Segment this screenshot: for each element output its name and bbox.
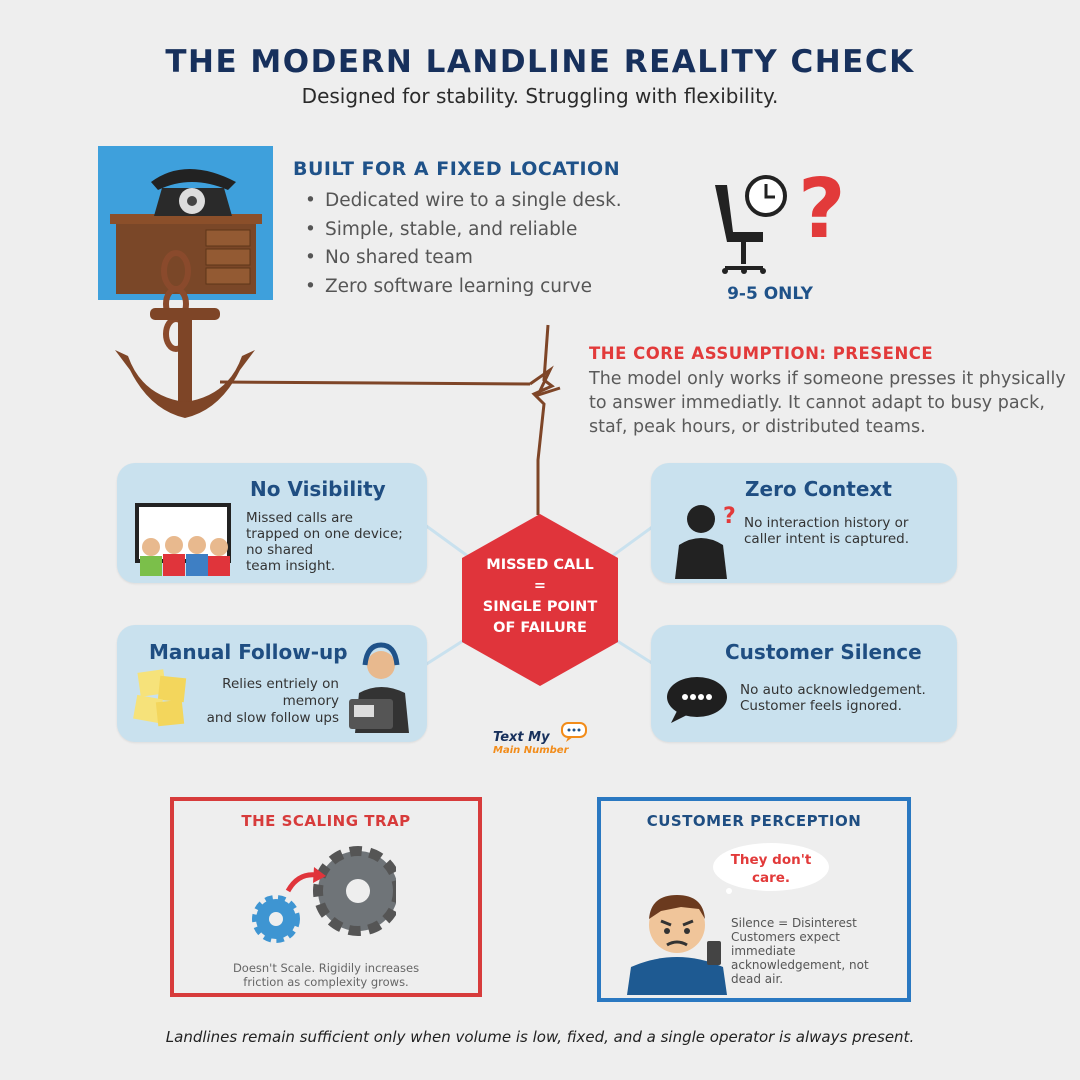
text-line: They don't (730, 852, 812, 868)
text-line: memory (282, 693, 339, 709)
gears-icon (252, 846, 396, 943)
core-assumption-heading: THE CORE ASSUMPTION: PRESENCE (589, 344, 934, 363)
clock-icon (745, 175, 787, 217)
text-line: No auto acknowledgement. (740, 682, 926, 698)
list-item: Dedicated wire to a single desk. (303, 187, 622, 216)
customer-perception-box: CUSTOMER PERCEPTION They don't care. Sil… (597, 797, 911, 1002)
sticky-notes-icon (133, 669, 187, 727)
text-line: trapped on one device; (246, 526, 403, 542)
list-item: Zero software learning curve (303, 273, 622, 302)
hub-line: = (533, 578, 547, 594)
box-text: Doesn't Scale. Rigidily increases fricti… (174, 961, 478, 989)
card-zero-context: Zero Context No interaction history or c… (651, 463, 957, 583)
page-subtitle: Designed for stability. Struggling with … (301, 84, 779, 108)
question-mark-icon: ? (798, 162, 846, 257)
text-line: Customers expect (731, 930, 840, 944)
text-line: Customer feels ignored. (740, 698, 902, 714)
card-no-visibility: No Visibility Missed calls are trapped o… (117, 463, 427, 583)
hub-line: OF FAILURE (493, 620, 587, 636)
scaling-trap-box: THE SCALING TRAP Doesn't Scale. Rigidily… (170, 797, 482, 997)
text-line: team insight. (246, 558, 336, 574)
text-line: no shared (246, 542, 314, 558)
anchor-icon (115, 308, 561, 418)
card-title: Customer Silence (725, 640, 922, 664)
crack-line (531, 324, 555, 515)
card-text: No interaction history or caller intent … (744, 515, 909, 547)
connector-lines (424, 523, 656, 667)
thought-bubble (713, 843, 829, 894)
box-title: CUSTOMER PERCEPTION (646, 812, 862, 830)
text-line: friction as complexity grows. (243, 975, 409, 989)
text-line: care. (751, 870, 791, 886)
text-line: Doesn't Scale. Rigidily increases (232, 961, 420, 975)
box-text: Silence = Disinterest Customers expect i… (731, 916, 901, 986)
chat-bubble-icon (667, 677, 727, 723)
office-chair-icon (715, 185, 766, 274)
thought-bubble-text: They don't care. (709, 851, 833, 887)
card-customer-silence: Customer Silence No auto acknowledgement… (651, 625, 957, 742)
card-text: No auto acknowledgement. Customer feels … (740, 682, 926, 714)
fixed-location-list: Dedicated wire to a single desk. Simple,… (303, 187, 622, 301)
card-title: Zero Context (745, 477, 892, 501)
headset-agent-icon (349, 642, 409, 733)
silhouette-caller-icon: ? (675, 504, 736, 579)
card-manual-followup: Manual Follow-up Relies entriely on memo… (117, 625, 427, 742)
card-text: Missed calls are trapped on one device; … (246, 510, 403, 574)
text-line: immediate (731, 944, 796, 958)
hub-line: MISSED CALL (486, 557, 594, 573)
list-item: Simple, stable, and reliable (303, 216, 622, 245)
text-line: caller intent is captured. (744, 531, 909, 547)
fixed-location-heading: BUILT FOR A FIXED LOCATION (293, 158, 621, 180)
text-line: Relies entriely on (222, 676, 339, 692)
hours-label: 9-5 ONLY (727, 284, 813, 304)
hub-hexagon (462, 514, 618, 686)
core-assumption-body: The model only works if someone presses … (589, 369, 1066, 437)
brand-logo-line1: Text My (493, 730, 550, 745)
footer-note: Landlines remain sufficient only when vo… (165, 1028, 915, 1046)
box-title: THE SCALING TRAP (241, 812, 411, 830)
svg-text:?: ? (723, 504, 736, 529)
team-icon (135, 503, 231, 576)
page-title: THE MODERN LANDLINE REALITY CHECK (165, 44, 915, 80)
card-text: Relies entriely on memory and slow follo… (179, 676, 339, 727)
card-title: Manual Follow-up (149, 640, 348, 664)
brand-logo-line2: Main Number (493, 745, 569, 756)
brand-chat-icon (561, 722, 587, 742)
text-line: dead air. (731, 972, 784, 986)
text-line: No interaction history or (744, 515, 909, 531)
hub-text: MISSED CALL = SINGLE POINT OF FAILURE (462, 555, 618, 639)
text-line: Missed calls are (246, 510, 353, 526)
hub-line: SINGLE POINT (482, 599, 598, 615)
list-item: No shared team (303, 244, 622, 273)
frustrated-customer-icon (627, 895, 727, 995)
text-line: acknowledgement, not (731, 958, 869, 972)
text-line: and slow follow ups (206, 710, 339, 726)
telephone-desk-icon (98, 146, 273, 352)
text-line: Silence = Disinterest (731, 916, 857, 930)
card-title: No Visibility (250, 477, 386, 501)
